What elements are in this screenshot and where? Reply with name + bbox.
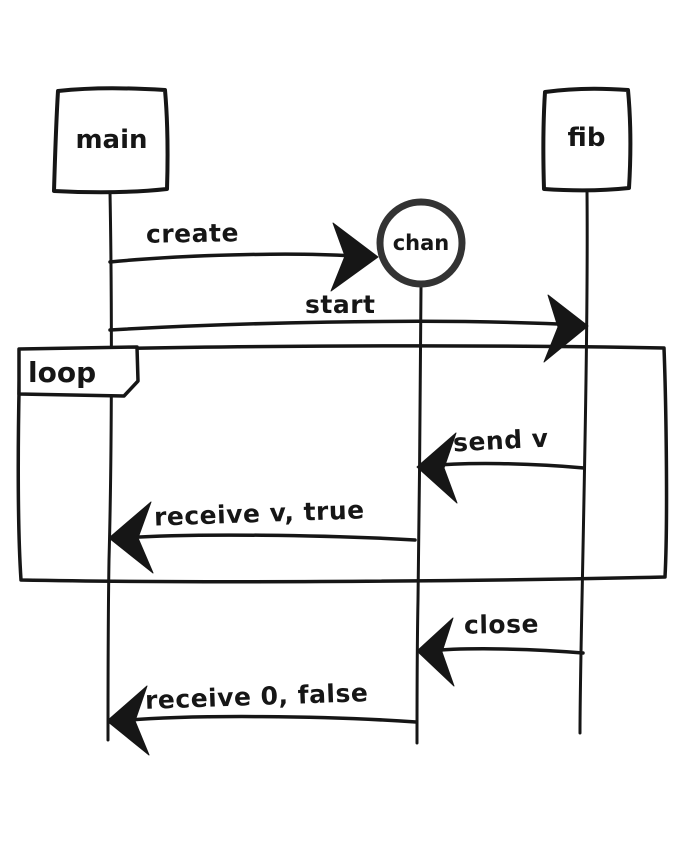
send-v-message-label: send v bbox=[452, 423, 550, 458]
send-v-arrow-line bbox=[426, 461, 586, 470]
create-message-label: create bbox=[145, 218, 240, 249]
create-arrowhead-icon bbox=[330, 222, 379, 292]
receive-v-true-arrowhead-icon bbox=[108, 501, 154, 574]
fib-participant-box bbox=[541, 86, 633, 193]
chan-lifeline bbox=[415, 285, 423, 745]
close-arrowhead-icon bbox=[416, 617, 455, 687]
main-participant-box bbox=[52, 86, 170, 195]
chan-participant-label: chan bbox=[392, 231, 450, 255]
send-v-arrowhead-icon bbox=[416, 432, 458, 504]
loop-fragment-frame bbox=[16, 344, 669, 584]
loop-label-pentagon bbox=[17, 345, 140, 398]
fib-participant-label: fib bbox=[567, 123, 606, 153]
create-arrow-line bbox=[108, 252, 354, 264]
start-message-label: start bbox=[305, 290, 376, 319]
start-arrowhead-icon bbox=[543, 294, 589, 363]
close-message-label: close bbox=[463, 609, 540, 640]
receive-v-true-arrow-line bbox=[120, 533, 417, 542]
main-lifeline bbox=[106, 190, 113, 742]
fib-lifeline bbox=[578, 188, 589, 735]
start-arrow-line bbox=[108, 319, 560, 332]
receive-0-false-arrow-line bbox=[118, 714, 418, 724]
loop-fragment-label: loop bbox=[28, 356, 97, 389]
main-participant-label: main bbox=[75, 125, 148, 155]
close-arrow-line bbox=[426, 647, 585, 655]
receive-0-false-arrowhead-icon bbox=[106, 685, 150, 756]
chan-participant-circle bbox=[376, 198, 466, 288]
